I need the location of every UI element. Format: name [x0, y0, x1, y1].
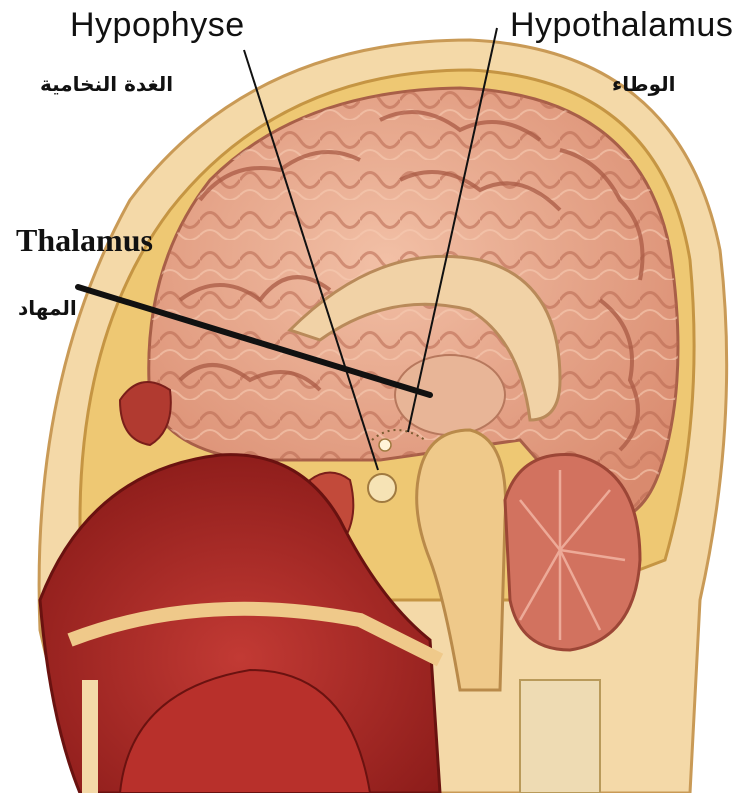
thalamus-region: [395, 355, 505, 435]
hypothalamus-label: Hypothalamus: [510, 6, 733, 45]
thalamus-arabic-label: المهاد: [18, 296, 77, 320]
hypophyse-label: Hypophyse: [70, 6, 245, 45]
hypothalamus-arabic-label: الوطاء: [612, 72, 675, 96]
pituitary-gland: [368, 474, 396, 502]
hypophyse-arabic-label: الغدة النخامية: [40, 72, 173, 96]
thalamus-label: Thalamus: [16, 222, 153, 259]
cervical-vertebrae: [520, 680, 600, 793]
